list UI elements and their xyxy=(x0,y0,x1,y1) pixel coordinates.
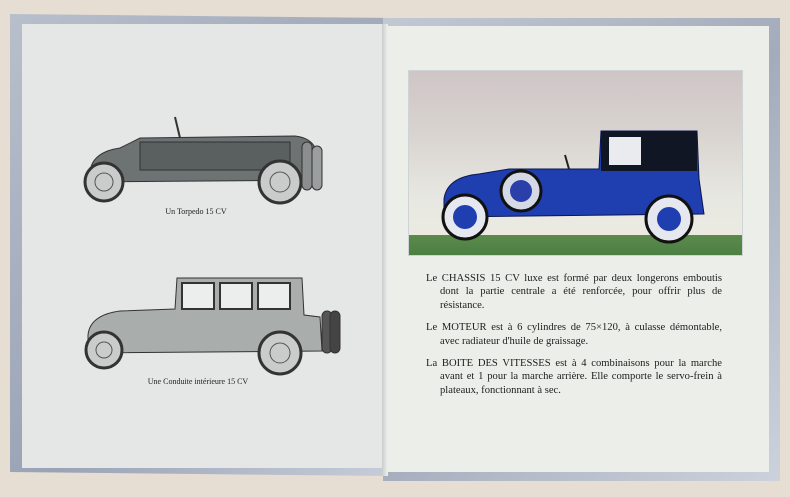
paragraph-boite-des-vitesses: La BOITE DES VITESSES est à 4 combinaiso… xyxy=(426,358,722,396)
description-text: Le CHASSIS 15 CV luxe est formé par deux… xyxy=(426,272,722,406)
caption-torpedo: Un Torpedo 15 CV xyxy=(165,207,227,216)
paragraph-moteur: Le MOTEUR est à 6 cylindres de 75×120, à… xyxy=(426,322,722,347)
left-page xyxy=(22,24,384,468)
paragraph-chassis: Le CHASSIS 15 CV luxe est formé par deux… xyxy=(426,273,722,311)
torpedo-car-illustration xyxy=(83,116,323,205)
caption-conduite-interieure: Une Conduite intérieure 15 CV xyxy=(147,377,249,386)
blue-car-illustration xyxy=(441,130,705,244)
color-plate-blue-car xyxy=(408,70,743,256)
book-spine xyxy=(382,24,388,476)
conduite-interieure-car-illustration xyxy=(84,277,341,376)
